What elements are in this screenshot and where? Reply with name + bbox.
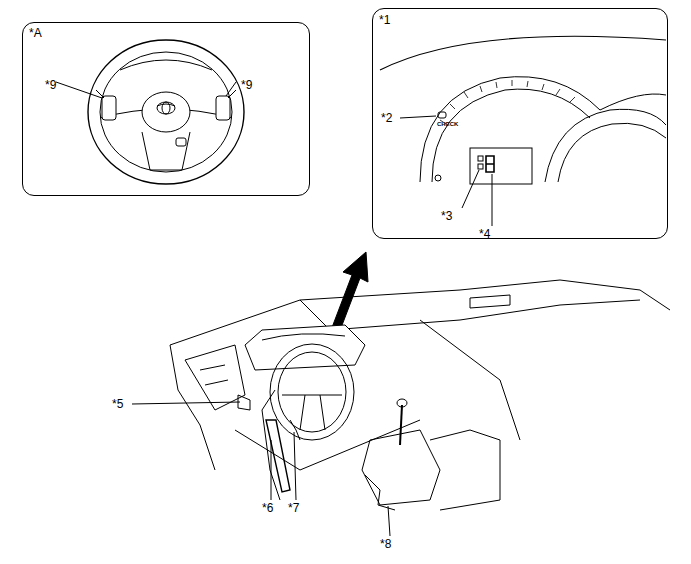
callout-number: *2 <box>381 112 392 124</box>
icon-text: CHECK <box>437 121 458 127</box>
callout-number: *8 <box>380 538 391 550</box>
callout-number: *7 <box>288 502 299 514</box>
callout-number: *9 <box>45 79 56 91</box>
inset-box: *A *9 *9 <box>22 22 310 196</box>
callout-number: *5 <box>112 398 123 410</box>
inset-box: *1 *2CHECK *3 *4 <box>372 8 668 239</box>
callout-number: *9 <box>241 79 252 91</box>
callout-number: *3 <box>441 210 452 222</box>
callout-number: *4 <box>479 228 490 240</box>
inset-id: *1 <box>379 14 390 26</box>
callout-number: *6 <box>262 502 273 514</box>
inset-id: *A <box>29 27 42 39</box>
